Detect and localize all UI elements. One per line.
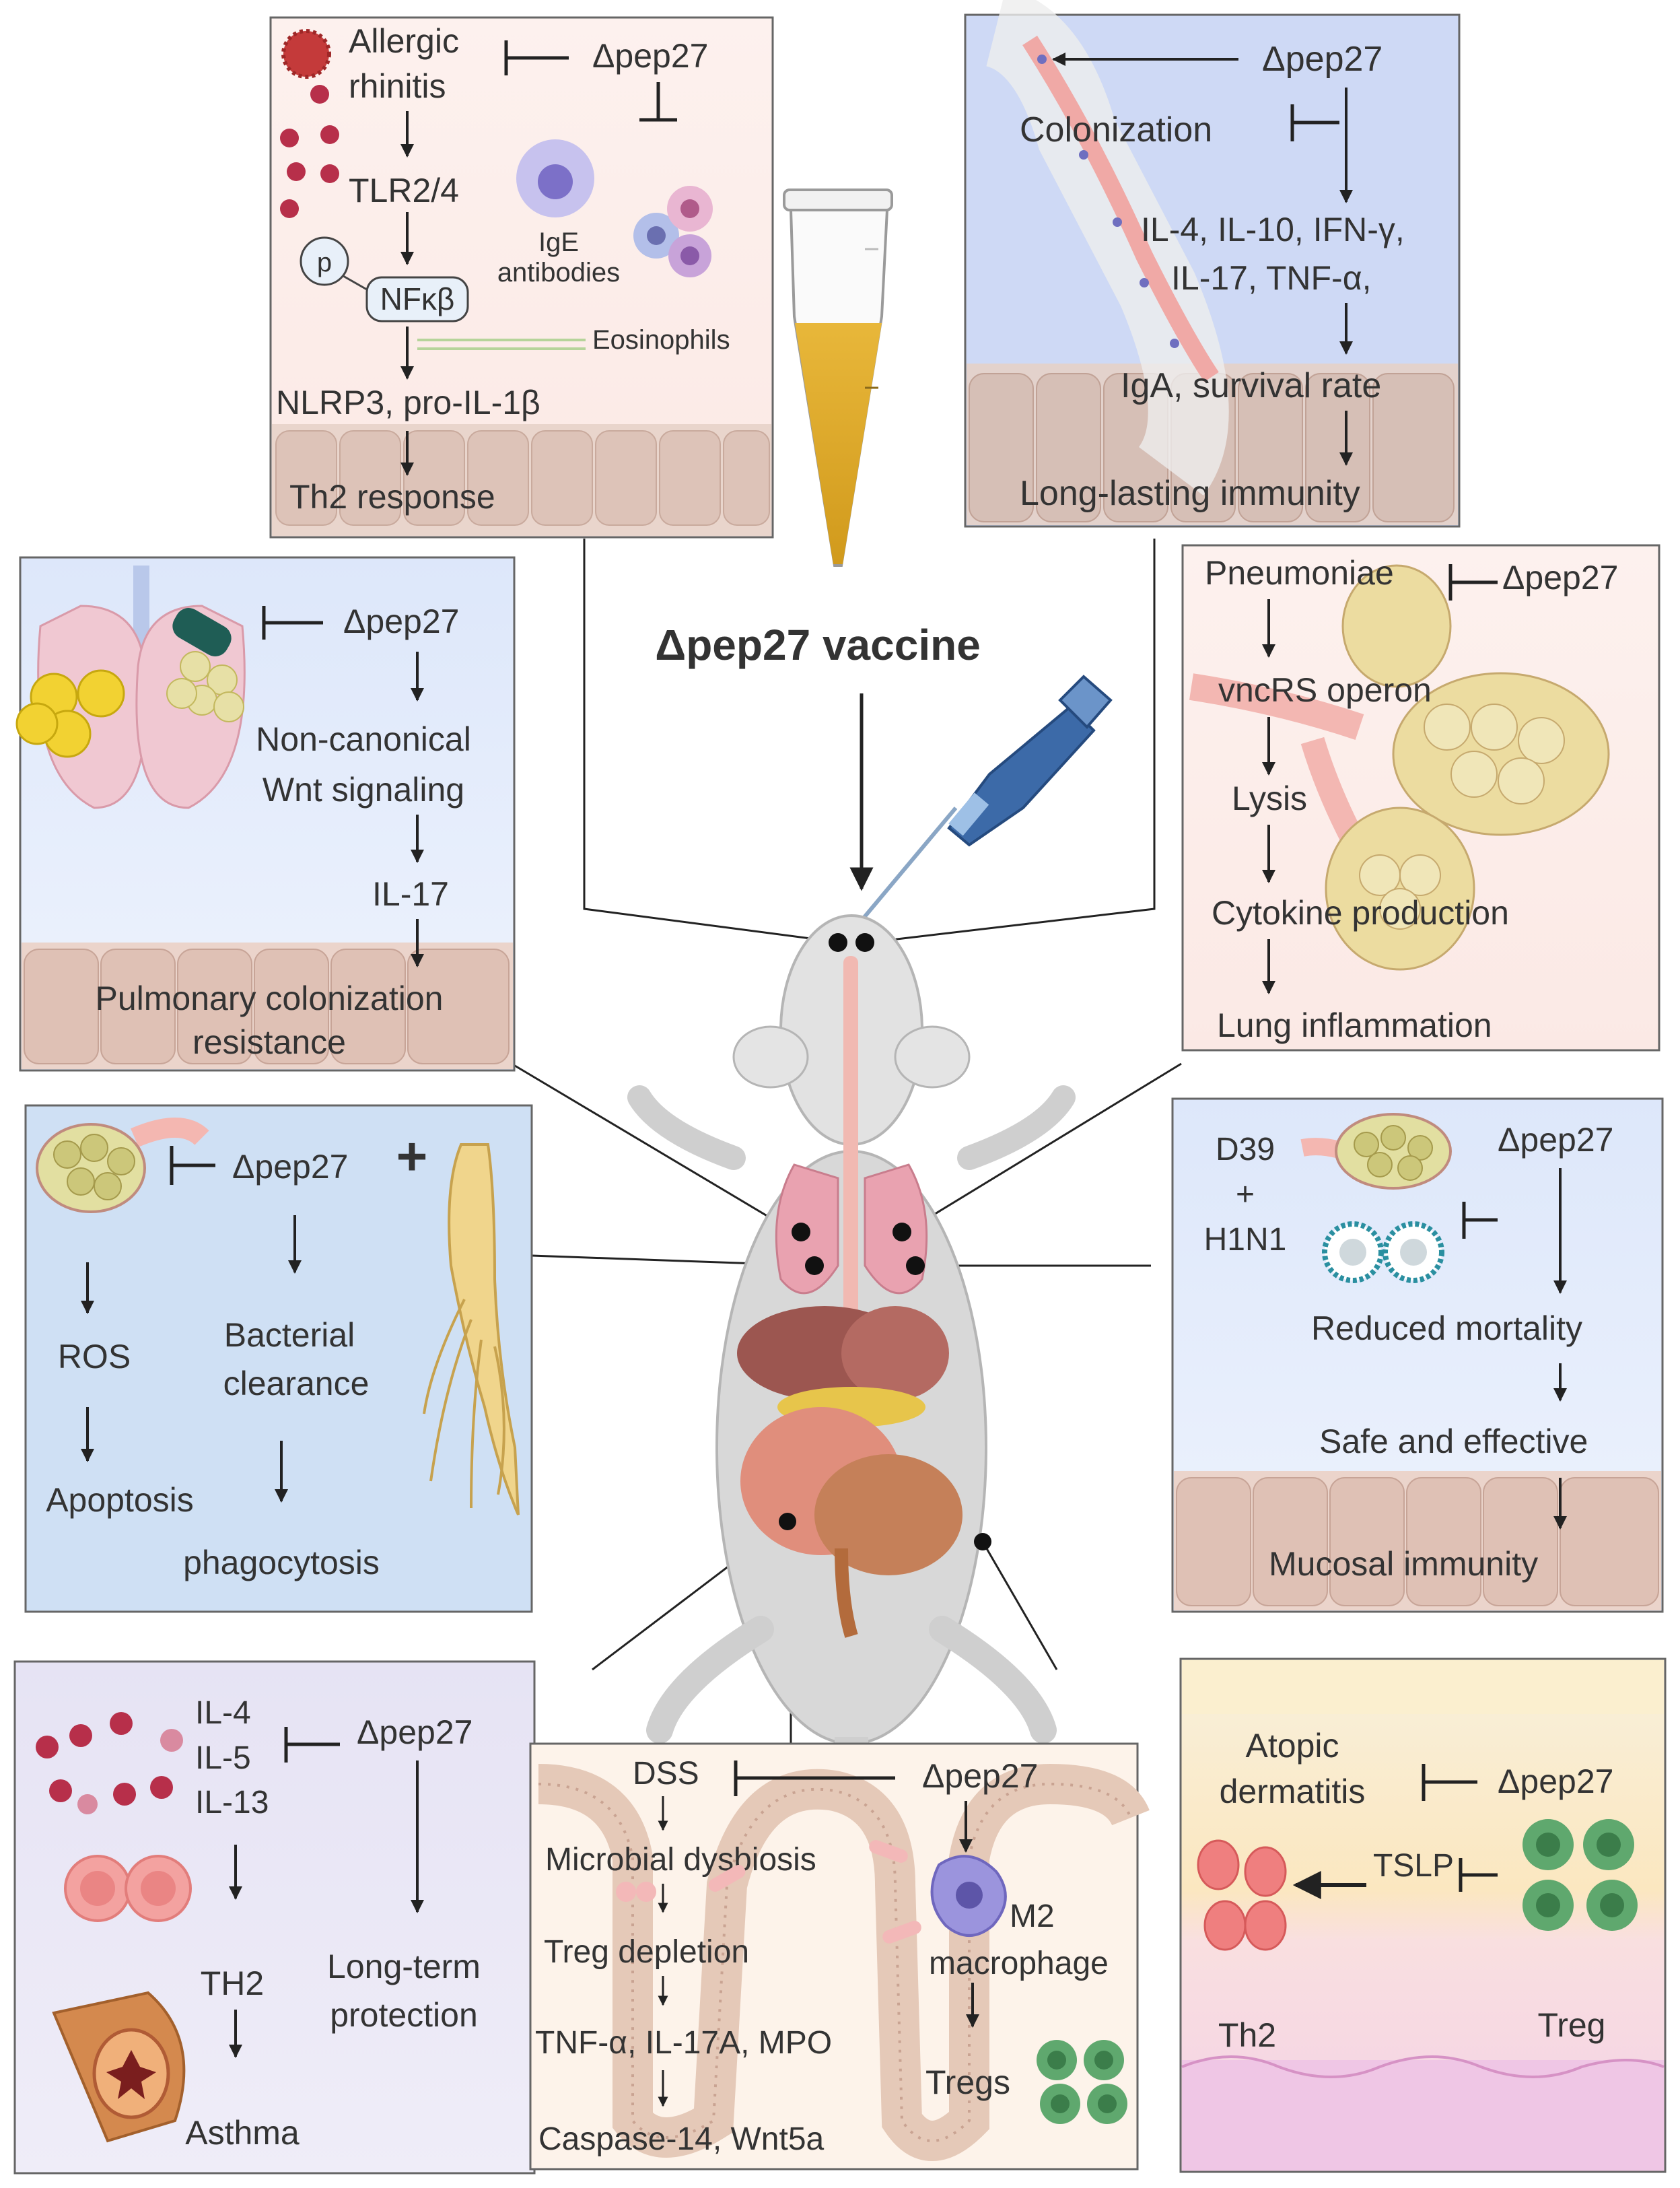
panel-asthma: IL-4 IL-5 IL-13 Δpep27 TH2 Asthma Long-t… <box>13 1660 536 2175</box>
pneumoniae-inflammation: Lung inflammation <box>1217 1006 1492 1044</box>
panel-colonization: Δpep27 Colonization IL-4, IL-10, IFN-γ, … <box>964 0 1461 528</box>
allergic-ige-line1: IgE <box>538 228 579 257</box>
colitis-dss: DSS <box>633 1756 699 1791</box>
wnt-resistance1: Pulmonary colonization <box>96 980 444 1017</box>
th2-cells-icon <box>1197 1839 1287 1951</box>
dermatitis-agent: Δpep27 <box>1498 1763 1613 1800</box>
pneumoniae-cytokine: Cytokine production <box>1212 894 1509 932</box>
d39-plus: + <box>1236 1177 1255 1212</box>
dermatitis-line1: Atopic <box>1246 1727 1339 1765</box>
wnt-agent: Δpep27 <box>343 603 459 640</box>
panel-pneumoniae: Pneumoniae Δpep27 vncRS operon Lysis Cyt… <box>1181 544 1660 1052</box>
panel-atopic-dermatitis: Atopic dermatitis Δpep27 TSLP Th2 Treg <box>1179 1657 1667 2173</box>
pneumoniae-lysis: Lysis <box>1232 780 1307 817</box>
airway-icon <box>52 1991 186 2143</box>
bacteria-cluster-icon <box>36 1118 209 1213</box>
pneumoniae-operon: vncRS operon <box>1218 671 1432 709</box>
asthma-ltp1: Long-term <box>327 1948 481 1985</box>
wnt-line2: Wnt signaling <box>262 771 464 809</box>
allergic-nlrp3: NLRP3, pro-IL-1β <box>276 384 540 421</box>
asthma-il13: IL-13 <box>195 1785 269 1820</box>
colonization-agent: Δpep27 <box>1262 40 1382 79</box>
pneumoniae-agent: Δpep27 <box>1502 559 1618 596</box>
allergic-eosinophils: Eosinophils <box>592 325 730 355</box>
allergic-agent: Δpep27 <box>592 37 708 75</box>
ginseng-ros: ROS <box>58 1338 131 1375</box>
pipette <box>849 675 1113 934</box>
asthma-il4: IL-4 <box>195 1695 251 1731</box>
colitis-tregs: Tregs <box>925 2063 1010 2101</box>
colitis-dysbiosis: Microbial dysbiosis <box>545 1842 816 1878</box>
allergic-th2: Th2 response <box>289 478 495 516</box>
d39-safe: Safe and effective <box>1319 1423 1588 1460</box>
treg-cells-icon <box>1523 1819 1638 1931</box>
d39-agent: Δpep27 <box>1498 1121 1613 1159</box>
allergic-title-line2: rhinitis <box>349 67 446 105</box>
colitis-macrophage: macrophage <box>929 1946 1109 1981</box>
asthma-label: Asthma <box>185 2114 300 2152</box>
asthma-il5: IL-5 <box>195 1740 251 1776</box>
wnt-line1: Non-canonical <box>256 720 471 758</box>
treg-cells-icon <box>1037 2040 1127 2124</box>
panel-colitis: DSS Δpep27 Microbial dysbiosis Treg depl… <box>529 1742 1150 2170</box>
wnt-resistance2: resistance <box>193 1023 346 1061</box>
bacteria-rods-icon <box>616 1840 921 1944</box>
lungs-icon <box>15 566 246 809</box>
colitis-caspase: Caspase-14, Wnt5a <box>538 2121 825 2157</box>
dermatitis-th2: Th2 <box>1218 2016 1276 2054</box>
bacteria-cluster-icon <box>1300 1113 1452 1190</box>
macrophage-icon <box>930 1855 1007 1937</box>
asthma-th2: TH2 <box>201 1964 264 2002</box>
d39-label: D39 <box>1216 1132 1275 1167</box>
ige-antibody-icon <box>516 139 594 217</box>
h1n1-label: H1N1 <box>1204 1222 1287 1258</box>
colonization-label: Colonization <box>1020 110 1212 149</box>
panel-d39-h1n1: D39 + H1N1 Δpep27 Reduced mortality Safe… <box>1171 1097 1664 1613</box>
th2-cells-icon <box>64 1855 192 1922</box>
panel-wnt-signaling: Δpep27 Non-canonical Wnt signaling IL-17… <box>15 556 516 1072</box>
panel-ginseng: Δpep27 + ROS Bacterial clearance Apoptos… <box>24 1104 533 1613</box>
allergic-ige-line2: antibodies <box>497 258 620 287</box>
allergic-nfkb: NFκβ <box>380 281 455 316</box>
colitis-agent: Δpep27 <box>922 1757 1038 1795</box>
vaccine-title: Δpep27 vaccine <box>655 621 981 669</box>
colonization-cytokines2: IL-17, TNF-α, <box>1171 259 1372 297</box>
colitis-m2: M2 <box>1010 1899 1055 1934</box>
connector-lines <box>511 539 1182 1744</box>
colitis-tnf: TNF-α, IL-17A, MPO <box>535 2025 832 2061</box>
phospho-circle <box>300 236 349 286</box>
ginseng-root-icon <box>423 1143 520 1515</box>
wnt-il17: IL-17 <box>372 875 449 913</box>
allergic-p: p <box>317 248 332 277</box>
ginseng-plus: + <box>396 1126 428 1186</box>
vaccine-tube <box>783 189 893 567</box>
virus-icon <box>1322 1221 1444 1283</box>
eosinophil-icon <box>633 186 713 277</box>
d39-mucosal: Mucosal immunity <box>1269 1545 1538 1583</box>
asthma-agent: Δpep27 <box>357 1713 473 1751</box>
ginseng-phagocytosis: phagocytosis <box>183 1544 380 1581</box>
panel-allergic-rhinitis: Allergic rhinitis Δpep27 TLR2/4 p NFκβ I… <box>269 16 774 539</box>
colitis-treg: Treg depletion <box>544 1934 749 1970</box>
nfkb-box <box>365 276 469 322</box>
pneumoniae-title: Pneumoniae <box>1205 554 1394 592</box>
allergen-icon <box>281 29 331 79</box>
dermatitis-line2: dermatitis <box>1220 1773 1366 1810</box>
colonization-immunity: Long-lasting immunity <box>1020 474 1360 513</box>
colonization-iga: IgA, survival rate <box>1121 366 1381 405</box>
ginseng-agent: Δpep27 <box>232 1148 348 1186</box>
asthma-ltp2: protection <box>330 1996 478 2034</box>
allergic-title-line1: Allergic <box>349 22 459 60</box>
ginseng-bacterial: Bacterial <box>224 1316 355 1354</box>
allergic-tlr: TLR2/4 <box>349 172 459 209</box>
dermatitis-tslp: TSLP <box>1373 1848 1454 1884</box>
colonization-cytokines1: IL-4, IL-10, IFN-γ, <box>1141 211 1405 248</box>
dermatitis-treg: Treg <box>1538 2006 1606 2044</box>
ginseng-clearance: clearance <box>223 1365 370 1402</box>
ginseng-apoptosis: Apoptosis <box>46 1481 194 1519</box>
mouse <box>627 914 1076 1905</box>
d39-mortality: Reduced mortality <box>1311 1309 1582 1347</box>
